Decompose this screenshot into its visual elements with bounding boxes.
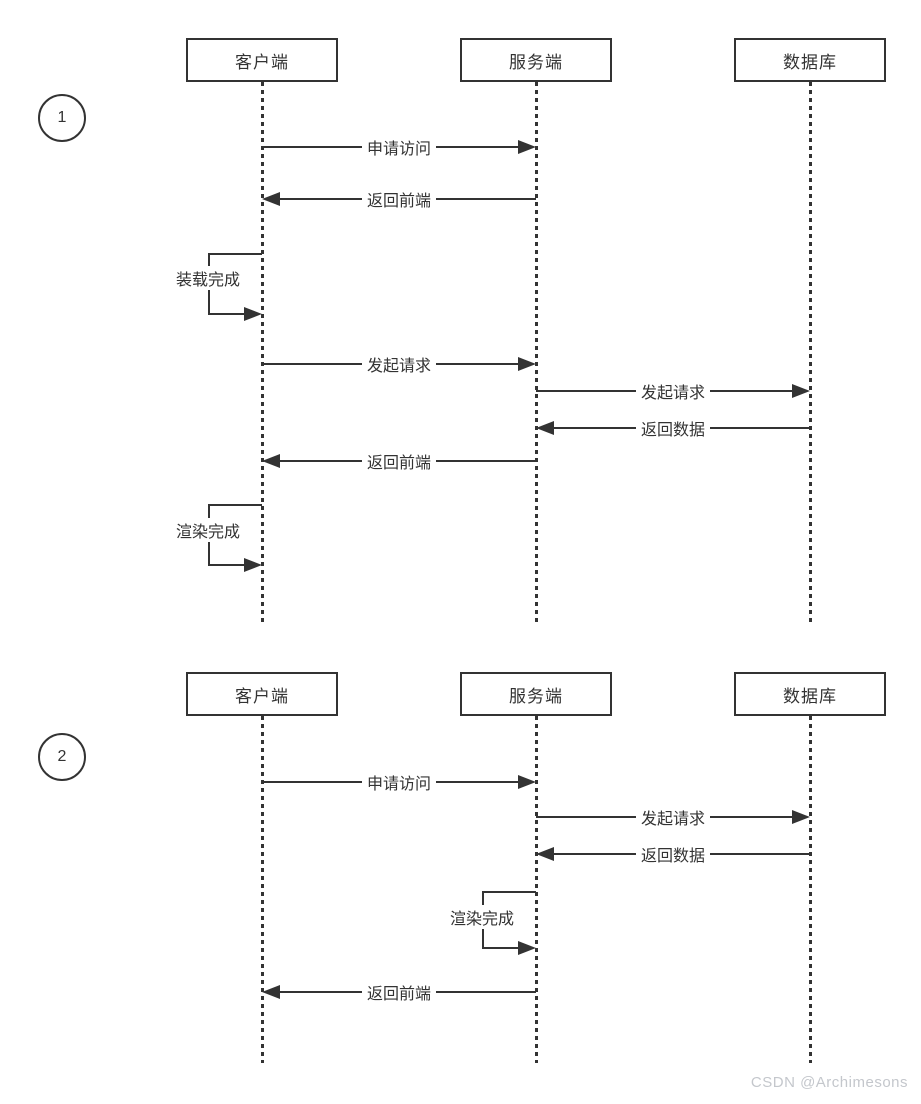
d2-message-request-access: 申请访问 (262, 770, 536, 794)
arrowhead-right-icon (792, 384, 810, 398)
arrowhead-left-icon (262, 454, 280, 468)
d1-message-send-request-client-server: 发起请求 (262, 352, 536, 376)
d2-selfloop-render-complete: 渲染完成 (444, 891, 536, 955)
message-label: 渲染完成 (444, 905, 520, 929)
d2-actor-box-database: 数据库 (734, 672, 886, 716)
diagram-1-badge: 1 (38, 94, 86, 142)
arrowhead-right-icon (518, 357, 536, 371)
d1-lifeline-database (809, 82, 812, 623)
d1-selfloop-load-complete: 装载完成 (170, 253, 262, 321)
d2-actor-label-server: 服务端 (509, 686, 563, 706)
d1-actor-label-server: 服务端 (509, 52, 563, 72)
d2-lifeline-client (261, 716, 264, 1063)
d2-actor-box-server: 服务端 (460, 672, 612, 716)
arrowhead-left-icon (536, 847, 554, 861)
d1-lifeline-client (261, 82, 264, 623)
arrowhead-right-icon (792, 810, 810, 824)
d2-message-return-data: 返回数据 (536, 842, 810, 866)
arrowhead-right-icon (518, 941, 536, 955)
d1-actor-box-client: 客户端 (186, 38, 338, 82)
d1-actor-label-client: 客户端 (235, 52, 289, 72)
message-label: 申请访问 (361, 770, 437, 794)
d2-message-send-request: 发起请求 (536, 805, 810, 829)
d1-actor-label-database: 数据库 (783, 52, 837, 72)
message-label: 发起请求 (635, 805, 711, 829)
message-label: 返回前端 (361, 449, 437, 473)
d2-actor-box-client: 客户端 (186, 672, 338, 716)
message-label: 发起请求 (635, 379, 711, 403)
message-label: 返回前端 (361, 980, 437, 1004)
d2-lifeline-database (809, 716, 812, 1063)
diagram-2-badge: 2 (38, 733, 86, 781)
d1-message-return-frontend-1: 返回前端 (262, 187, 536, 211)
message-label: 申请访问 (361, 135, 437, 159)
watermark-text: CSDN @Archimesons (750, 1074, 908, 1091)
message-label: 返回数据 (635, 416, 711, 440)
d1-message-return-data: 返回数据 (536, 416, 810, 440)
arrowhead-left-icon (262, 985, 280, 999)
d1-message-request-access: 申请访问 (262, 135, 536, 159)
d2-message-return-frontend: 返回前端 (262, 980, 536, 1004)
diagram-1-badge-number: 1 (57, 109, 67, 126)
d2-actor-label-database: 数据库 (783, 686, 837, 706)
message-label: 发起请求 (361, 352, 437, 376)
arrowhead-left-icon (536, 421, 554, 435)
arrowhead-left-icon (262, 192, 280, 206)
d1-message-send-request-server-db: 发起请求 (536, 379, 810, 403)
message-label: 装载完成 (170, 266, 246, 290)
message-label: 返回前端 (361, 187, 437, 211)
d2-actor-label-client: 客户端 (235, 686, 289, 706)
arrowhead-right-icon (244, 307, 262, 321)
d1-selfloop-render-complete: 渲染完成 (170, 504, 262, 572)
arrowhead-right-icon (518, 775, 536, 789)
diagram-2-badge-number: 2 (57, 748, 67, 765)
d1-message-return-frontend-2: 返回前端 (262, 449, 536, 473)
d1-actor-box-database: 数据库 (734, 38, 886, 82)
message-label: 渲染完成 (170, 518, 246, 542)
arrowhead-right-icon (244, 558, 262, 572)
d1-actor-box-server: 服务端 (460, 38, 612, 82)
arrowhead-right-icon (518, 140, 536, 154)
d1-lifeline-server (535, 82, 538, 623)
message-label: 返回数据 (635, 842, 711, 866)
d2-lifeline-server (535, 716, 538, 1063)
